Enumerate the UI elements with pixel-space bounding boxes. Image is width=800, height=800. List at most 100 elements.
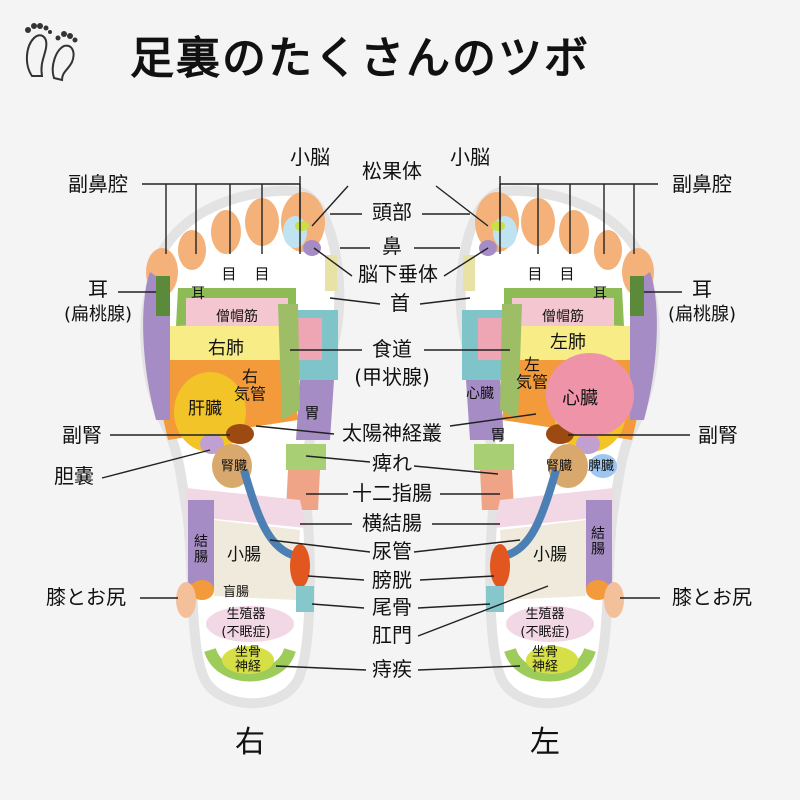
right-ascending-colon — [188, 500, 214, 590]
left-sciatic — [526, 646, 578, 674]
left-toe-blue — [493, 216, 517, 248]
right-appendix — [190, 580, 214, 600]
left-sciatic-label: 坐骨神経 — [532, 645, 558, 674]
left-trapezius — [512, 298, 614, 326]
right-gallbladder — [200, 434, 224, 454]
right-toe-blue — [283, 216, 307, 248]
tailbone-left-line — [417, 603, 491, 609]
ureter-label: 尿管 — [372, 539, 412, 563]
left-stomach — [466, 380, 504, 440]
right-ureter — [240, 468, 298, 560]
sinus-left-label: 副鼻腔 — [672, 172, 732, 196]
right-numbness — [286, 444, 326, 470]
right-trapezius-label: 僧帽筋 — [216, 308, 258, 325]
right-insomnia-label: (不眠症) — [221, 625, 270, 640]
right-foot — [140, 185, 345, 709]
right-small-intestine-label: 小腸 — [227, 545, 261, 565]
tonsil-right-label: (扁桃腺) — [64, 304, 132, 325]
neck-right-line — [329, 297, 381, 305]
left-insomnia-label: (不眠症) — [520, 625, 569, 640]
transverse-colon-label: 横結腸 — [362, 511, 422, 535]
left-spleen-label: 脾臓 — [588, 459, 614, 474]
right-pineal-dot — [295, 221, 309, 231]
neck-left-line — [419, 297, 471, 305]
cerebellum-right-label: 小脳 — [290, 145, 330, 169]
adrenal-right-label: 副腎 — [62, 423, 102, 447]
ureter-left-line — [413, 539, 521, 553]
knee-left-label: 膝とお尻 — [672, 585, 752, 609]
right-sciatic-arc — [204, 647, 296, 682]
pituitary-left-line — [443, 247, 489, 277]
sinus-right-label: 副鼻腔 — [68, 172, 128, 196]
left-foot-caption: 左 — [530, 725, 560, 760]
left-neck-strip — [463, 255, 475, 291]
adrenal-left-label: 副腎 — [698, 423, 738, 447]
pituitary-right-line — [313, 247, 353, 277]
right-stomach — [296, 380, 334, 440]
right-pituitary-dot — [303, 240, 321, 256]
gallbladder-line — [101, 449, 211, 479]
left-knee — [604, 582, 624, 618]
left-reproductive — [506, 606, 594, 642]
right-ear-dot — [156, 276, 170, 316]
left-small-intestine-label: 小腸 — [533, 545, 567, 565]
left-heart-label: 心臓 — [562, 388, 598, 409]
right-appendix-label: 盲腸 — [223, 584, 249, 600]
left-small-intestine — [500, 520, 586, 600]
left-pineal-dot — [491, 221, 505, 231]
left-bladder — [490, 544, 510, 588]
right-trapezius — [186, 298, 288, 326]
ureter-right-line — [269, 539, 371, 553]
left-transverse-colon — [494, 488, 614, 528]
left-toe-3 — [559, 210, 589, 254]
left-ureter — [502, 468, 560, 560]
right-reproductive-label: 生殖器 — [226, 606, 265, 622]
tonsil-left-label: (扁桃腺) — [668, 304, 736, 325]
right-bladder — [290, 544, 310, 588]
knee-right-label: 膝とお尻 — [46, 585, 126, 609]
right-toe-3 — [211, 210, 241, 254]
left-appendix — [586, 580, 610, 600]
right-stomach-label: 胃 — [304, 404, 319, 422]
right-ear-inner-label: 耳 — [191, 286, 205, 302]
left-stomach-label: 胃 — [490, 426, 505, 444]
right-toe-2 — [178, 230, 206, 270]
left-gallbladder — [576, 434, 600, 454]
numbness-left-line — [413, 465, 499, 475]
right-kidney-label: 腎臓 — [221, 459, 247, 474]
numbness-label: 痺れ — [372, 451, 412, 475]
cerebellum-left-label: 小脳 — [450, 145, 490, 169]
right-knee — [176, 582, 196, 618]
right-bronchus-label: 右気管 — [234, 367, 266, 404]
pineal-right-line — [311, 185, 349, 227]
right-eye-label: 目 — [221, 265, 236, 283]
duodenum-label: 十二指腸 — [352, 481, 432, 505]
left-lung-label: 左肺 — [550, 332, 586, 353]
left-trachea-strip — [500, 304, 522, 420]
right-lung — [160, 326, 292, 370]
right-eye-label-2: 目 — [254, 265, 269, 283]
right-lung-label: 右肺 — [208, 338, 244, 359]
left-ascending-colon — [586, 500, 612, 590]
left-numbness — [474, 444, 514, 470]
hemorrhoid-right-line — [275, 665, 367, 671]
left-colon-label: 結腸 — [591, 526, 605, 557]
left-ear-inner-label: 耳 — [593, 286, 607, 302]
pineal-left-line — [435, 185, 489, 227]
anus-left-line — [417, 585, 549, 637]
thyroid-label: (甲状腺) — [354, 365, 430, 389]
right-sciatic — [222, 646, 274, 674]
right-reproductive — [206, 606, 294, 642]
nose-label: 鼻 — [382, 234, 402, 258]
left-reproductive-label: 生殖器 — [525, 606, 564, 622]
right-tailbone — [296, 586, 314, 612]
bladder-label: 膀胱 — [372, 568, 412, 592]
solar-plexus-label: 太陽神経叢 — [342, 421, 442, 445]
left-thyroid — [478, 318, 504, 360]
gallbladder-label: 胆嚢 — [54, 464, 94, 488]
left-eye-label-2: 目 — [559, 265, 574, 283]
hemorrhoid-left-line — [417, 665, 521, 671]
left-eye-label: 目 — [527, 265, 542, 283]
